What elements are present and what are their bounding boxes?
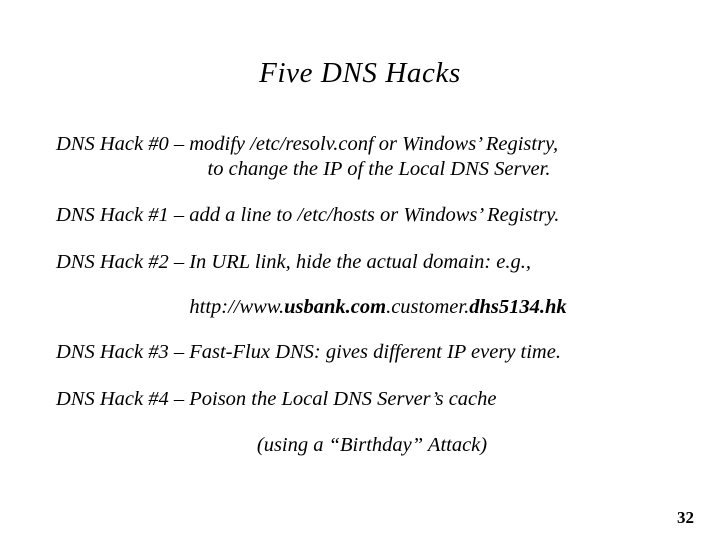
url-real-domain: dhs5134.hk: [469, 296, 567, 318]
page-number: 32: [677, 508, 694, 527]
slide-body: DNS Hack #0 – modify /etc/resolv.conf or…: [56, 132, 660, 458]
bullet-dns-hack-2: DNS Hack #2 – In URL link, hide the actu…: [56, 251, 532, 273]
url-example: http://www.usbank.com.customer.dhs5134.h…: [56, 295, 660, 320]
bullet-dns-hack-4: DNS Hack #4 – Poison the Local DNS Serve…: [56, 388, 497, 410]
url-prefix: http://www.: [189, 296, 285, 318]
page-title: Five DNS Hacks: [259, 57, 461, 89]
url-middle: .customer.: [386, 296, 470, 318]
birthday-attack-note: (using a “Birthday” Attack): [256, 434, 488, 456]
bullet-dns-hack-0-line-2: to change the IP of the Local DNS Server…: [207, 158, 551, 180]
bullet-dns-hack-3: DNS Hack #3 – Fast-Flux DNS: gives diffe…: [56, 341, 561, 363]
url-fake-domain: usbank.com: [284, 296, 387, 318]
bullet-dns-hack-0-line-1: DNS Hack #0 – modify /etc/resolv.conf or…: [56, 133, 559, 155]
bullet-dns-hack-1: DNS Hack #1 – add a line to /etc/hosts o…: [56, 204, 560, 226]
bullet-dns-hack-0: DNS Hack #0 – modify /etc/resolv.conf or…: [56, 132, 660, 182]
